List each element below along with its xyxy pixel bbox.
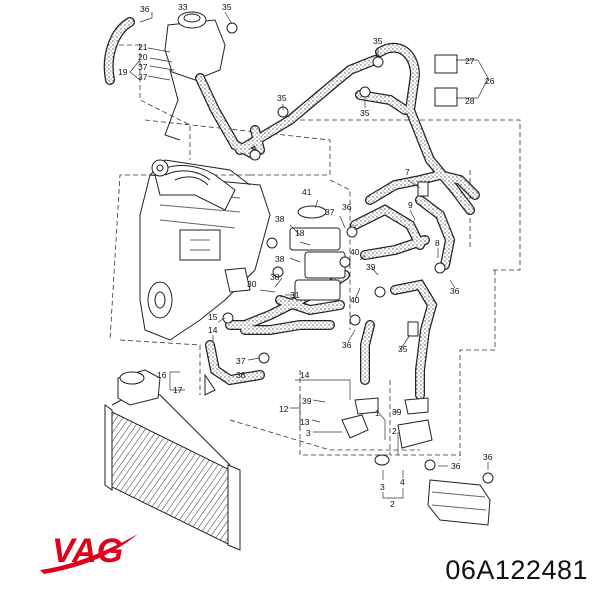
callout-26: 26 — [485, 76, 495, 86]
expansion-tank — [164, 11, 226, 81]
callout-27: 27 — [465, 56, 475, 66]
callout-13: 13 — [300, 417, 310, 427]
callout-38-c: 38 — [270, 272, 280, 282]
callout-38-a: 38 — [275, 214, 285, 224]
callout-12: 12 — [279, 404, 289, 414]
oil-cooler — [427, 479, 491, 526]
callout-3-b: 3 — [380, 482, 385, 492]
callout-37-c: 37 — [325, 207, 335, 217]
callout-8: 8 — [435, 238, 440, 248]
callout-35-e: 35 — [398, 344, 408, 354]
brand-name: VAG — [52, 532, 123, 570]
callout-17: 17 — [173, 385, 183, 395]
callout-36-a: 36 — [342, 202, 352, 212]
callout-1: 1 — [375, 408, 380, 418]
callout-30: 30 — [247, 279, 257, 289]
callout-39-c: 39 — [392, 407, 402, 417]
callout-4: 4 — [400, 477, 405, 487]
callout-33: 33 — [178, 2, 188, 12]
callout-21: 21 — [138, 42, 148, 52]
callout-19: 19 — [118, 67, 128, 77]
callout-40-b: 40 — [350, 295, 360, 305]
callout-2-a: 2 — [392, 426, 397, 436]
callout-36-f: 36 — [483, 452, 493, 462]
connectors — [164, 22, 494, 484]
callout-41: 41 — [302, 187, 312, 197]
callout-35-b: 35 — [373, 36, 383, 46]
callout-38-b: 38 — [275, 254, 285, 264]
leader-lines — [129, 11, 489, 499]
callout-35-d: 35 — [277, 93, 287, 103]
intake-manifold — [151, 159, 236, 211]
coolant-hoses — [103, 17, 480, 400]
callout-36-e: 36 — [451, 461, 461, 471]
callout-14-b: 14 — [300, 370, 310, 380]
callout-36-b: 36 — [450, 286, 460, 296]
callout-36-c: 36 — [342, 340, 352, 350]
callout-15: 15 — [208, 312, 218, 322]
callout-9: 9 — [408, 200, 413, 210]
callout-36-top: 36 — [140, 4, 150, 14]
radiator — [104, 389, 241, 551]
callout-18: 18 — [295, 228, 305, 238]
callout-labels: 36 33 35 21 20 37 19 37 35 27 26 28 35 3… — [118, 2, 495, 509]
callout-35-c: 35 — [360, 108, 370, 118]
callout-39-b: 39 — [302, 396, 312, 406]
callout-2-b: 2 — [390, 499, 395, 509]
callout-3-a: 3 — [306, 428, 311, 438]
callout-14-a: 14 — [208, 325, 218, 335]
callout-37-d: 37 — [236, 356, 246, 366]
callout-37-a: 37 — [138, 62, 148, 72]
reservoir-bottle — [117, 369, 161, 406]
callout-35-top: 35 — [222, 2, 232, 12]
callout-37-b: 37 — [138, 72, 148, 82]
engine-block — [139, 159, 271, 341]
callout-36-d: 36 — [236, 370, 246, 380]
callout-16: 16 — [157, 370, 167, 380]
part-number: 06A122481 — [445, 555, 588, 585]
callout-40-a: 40 — [350, 247, 360, 257]
callout-28: 28 — [465, 96, 475, 106]
callout-31: 31 — [290, 290, 300, 300]
callout-7: 7 — [405, 167, 410, 177]
logo-swoosh — [40, 534, 138, 574]
callout-20: 20 — [138, 52, 148, 62]
vag-logo: VAG — [40, 532, 138, 574]
callout-39-a: 39 — [366, 262, 376, 272]
